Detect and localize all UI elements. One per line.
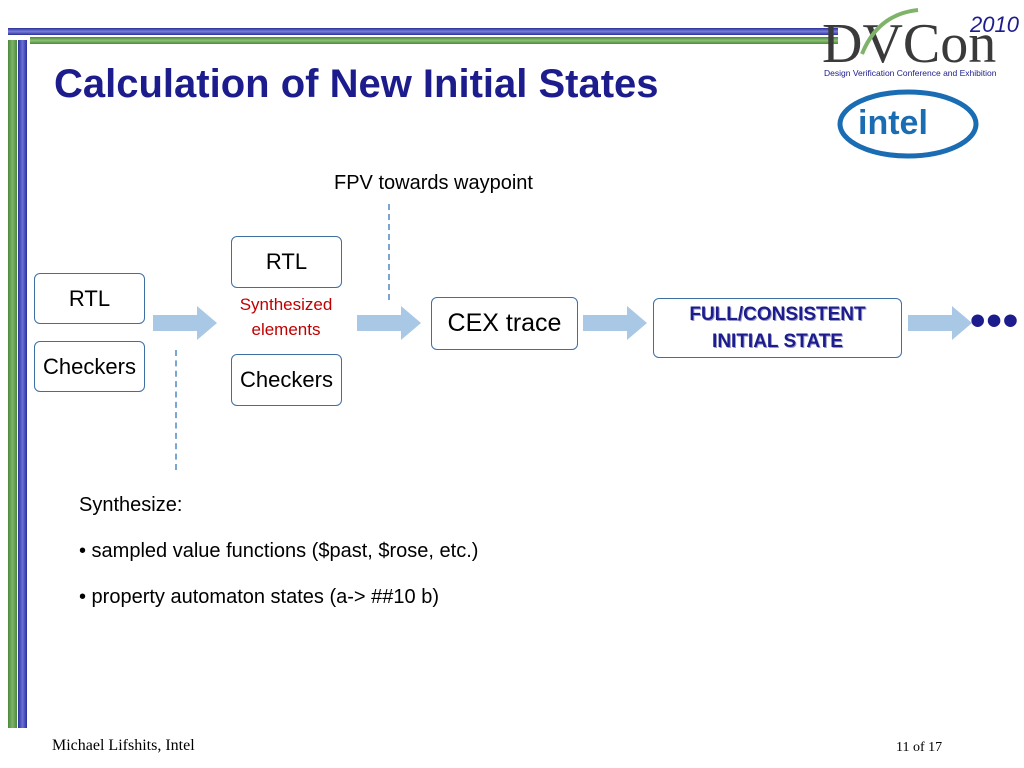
stage1-rtl-box: RTL [34,273,145,324]
full-state-line1: FULL/CONSISTENT [689,304,866,325]
left-blue-bar [18,40,27,728]
footer-author: Michael Lifshits, Intel [52,737,195,754]
arrow-stage1-to-stage2 [153,306,217,340]
dvcon-logo-year: 2010 [969,12,1020,37]
stage2-rtl-label: RTL [265,249,308,274]
full-state-box: FULL/CONSISTENT INITIAL STATE [653,298,902,358]
footer-page-number: 11 of 17 [896,740,943,755]
stage2-rtl-box: RTL [231,236,342,288]
left-green-bar [8,40,17,728]
synthesized-elements: Synthesized elements [230,292,342,344]
bullet-property-automaton: • property automaton states (a-> ##10 b) [79,586,439,608]
top-blue-bar [8,28,838,35]
cex-trace-label: CEX trace [447,309,562,337]
stage1-checkers-label: Checkers [43,353,136,379]
cex-trace-box: CEX trace [431,297,578,350]
fpv-dashed-line [388,204,390,300]
stage1-rtl-label: RTL [68,285,111,311]
synthesized-line1: Synthesized [239,295,333,314]
left-white-gap [27,40,33,728]
stage1-checkers-box: Checkers [34,341,145,392]
synthesize-dashed-line [175,350,177,470]
arrow-stage2-to-cex [357,306,421,340]
stage2-checkers-box: Checkers [231,354,342,406]
top-green-bar [30,37,838,44]
synthesize-heading: Synthesize: [79,494,183,516]
slide-title: Calculation of New Initial States [54,62,659,106]
dvcon-logo: DVCon 2010 Design Verification Conferenc… [822,8,1020,78]
stage2-checkers-label: Checkers [240,367,333,392]
full-state-line2: INITIAL STATE [712,331,843,352]
arrow-state-to-continuation [908,306,972,340]
dvcon-logo-tagline: Design Verification Conference and Exhib… [824,68,997,78]
arrow-cex-to-state [583,306,647,340]
dvcon-logo-text: DVCon [822,13,996,75]
continuation-ellipsis: ••• [970,296,1020,345]
fpv-label: FPV towards waypoint [334,172,533,194]
synthesized-line2: elements [251,320,321,339]
intel-logo-text: intel [858,104,928,142]
intel-logo: intel [837,89,979,159]
bullet-sampled-value: • sampled value functions ($past, $rose,… [79,540,479,562]
